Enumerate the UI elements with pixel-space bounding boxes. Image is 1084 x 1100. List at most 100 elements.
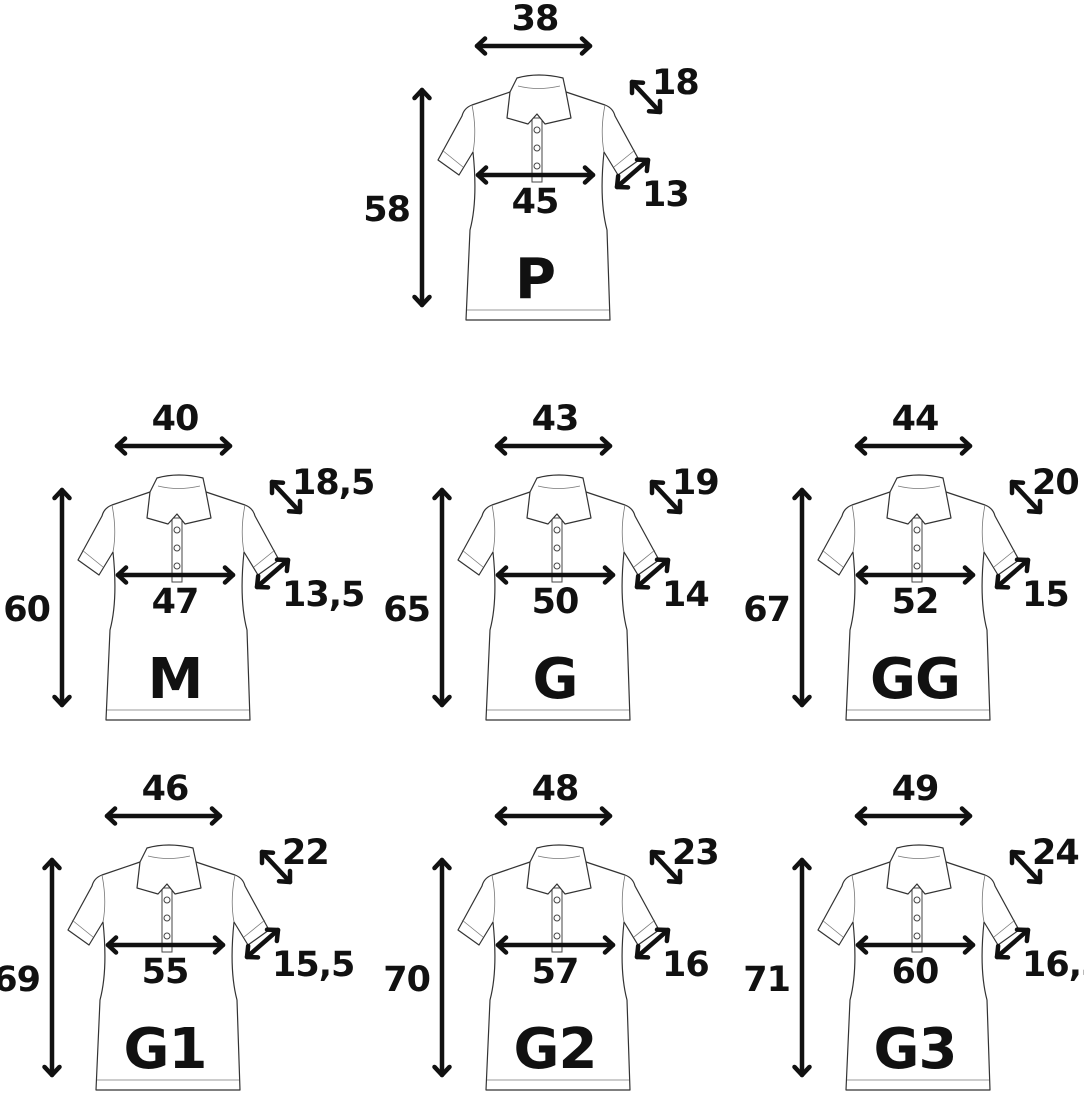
sleeve-length-label: 18 (652, 63, 700, 103)
length-arrow (432, 487, 452, 708)
left-cuff-line (71, 919, 94, 938)
collar-band (897, 485, 941, 489)
chest-width-arrow (855, 565, 976, 585)
shoulder-width-label: 49 (891, 769, 940, 809)
left-armhole-seam (471, 104, 476, 153)
left-cuff-line (821, 919, 844, 938)
right-armhole-seam (241, 504, 246, 553)
sleeve-opening-arrow (244, 927, 281, 960)
collar (886, 844, 952, 895)
sleeve-length-arrow (1009, 479, 1043, 515)
button-3 (163, 932, 171, 940)
size-name: G3 (873, 1017, 958, 1082)
right-armhole-seam (981, 874, 986, 923)
shoulder-width-arrow (494, 436, 613, 456)
sleeve-opening-label: 13 (642, 175, 690, 215)
collar-band (897, 855, 941, 859)
button-1 (913, 896, 921, 904)
button-2 (553, 914, 561, 922)
sleeve-opening-label: 13,5 (282, 575, 365, 615)
length-arrow (52, 487, 72, 708)
shoulder-width-label: 43 (531, 399, 580, 439)
sleeve-length-arrow (259, 849, 293, 885)
polo-shirt-illustration (432, 806, 683, 1091)
sleeve-opening-arrow (634, 557, 671, 590)
chest-width-arrow (495, 935, 616, 955)
polo-shirt-illustration (792, 806, 1043, 1091)
chest-width-label: 60 (891, 952, 940, 992)
right-cuff-line (253, 549, 276, 568)
button-2 (913, 544, 921, 552)
shoulder-width-arrow (854, 436, 973, 456)
shirt-body (817, 861, 1020, 1091)
sleeve-length-label: 19 (672, 463, 720, 503)
button-3 (173, 562, 181, 570)
button-3 (913, 932, 921, 940)
sleeve-length-label: 18,5 (292, 463, 375, 503)
size-card-gg: 44 52 67 20 15 GG (740, 400, 1084, 730)
sleeve-opening-label: 14 (662, 575, 710, 615)
length-label: 60 (3, 590, 51, 630)
button-2 (173, 544, 181, 552)
sleeve-opening-arrow (254, 557, 291, 590)
right-cuff-line (633, 919, 656, 938)
chest-width-arrow (855, 935, 976, 955)
sleeve-length-arrow (629, 79, 663, 115)
right-armhole-seam (601, 104, 606, 153)
shirt-body (437, 91, 640, 321)
length-arrow (42, 857, 62, 1078)
size-card-g2: 48 57 70 23 16 G2 (380, 770, 740, 1100)
chest-width-label: 45 (511, 182, 560, 222)
length-arrow (792, 857, 812, 1078)
button-3 (533, 162, 541, 170)
length-arrow (432, 857, 452, 1078)
right-cuff-line (613, 149, 636, 168)
collar (136, 844, 202, 895)
button-1 (553, 526, 561, 534)
shoulder-width-arrow (474, 36, 593, 56)
collar-band (147, 855, 191, 859)
size-card-g: 43 50 65 19 14 G (380, 400, 740, 730)
size-card-p: 38 45 58 18 13 P (360, 0, 720, 330)
shoulder-width-label: 46 (141, 769, 190, 809)
button-3 (553, 562, 561, 570)
right-cuff-line (993, 549, 1016, 568)
shoulder-width-label: 48 (531, 769, 580, 809)
sleeve-opening-label: 16,5 (1022, 945, 1084, 985)
size-card-m: 40 47 60 18,5 13,5 M (0, 400, 375, 730)
polo-shirt-illustration (52, 436, 303, 721)
length-label: 58 (363, 190, 411, 230)
length-label: 69 (0, 960, 41, 1000)
shoulder-width-label: 38 (511, 0, 560, 39)
chest-width-label: 47 (151, 582, 200, 622)
sleeve-length-arrow (649, 479, 683, 515)
collar-band (157, 485, 201, 489)
button-1 (173, 526, 181, 534)
shirt-body (67, 861, 270, 1091)
shoulder-width-label: 44 (891, 399, 940, 439)
sleeve-length-arrow (1009, 849, 1043, 885)
left-cuff-line (461, 549, 484, 568)
shoulder-width-arrow (854, 806, 973, 826)
left-armhole-seam (851, 874, 856, 923)
size-name: GG (870, 647, 961, 712)
sleeve-opening-label: 15 (1022, 575, 1070, 615)
size-name: G (532, 647, 579, 712)
sleeve-opening-arrow (614, 157, 651, 190)
chest-width-arrow (475, 165, 596, 185)
size-name: M (147, 647, 204, 712)
collar-band (517, 85, 561, 89)
right-armhole-seam (981, 504, 986, 553)
size-name: P (514, 247, 556, 312)
sleeve-opening-label: 15,5 (272, 945, 355, 985)
button-3 (553, 932, 561, 940)
button-2 (913, 914, 921, 922)
right-cuff-line (243, 919, 266, 938)
left-cuff-line (821, 549, 844, 568)
size-card-g3: 49 60 71 24 16,5 G3 (740, 770, 1084, 1100)
button-1 (553, 896, 561, 904)
size-name: G1 (123, 1017, 208, 1082)
collar-band (537, 855, 581, 859)
button-2 (163, 914, 171, 922)
chest-width-label: 50 (531, 582, 580, 622)
